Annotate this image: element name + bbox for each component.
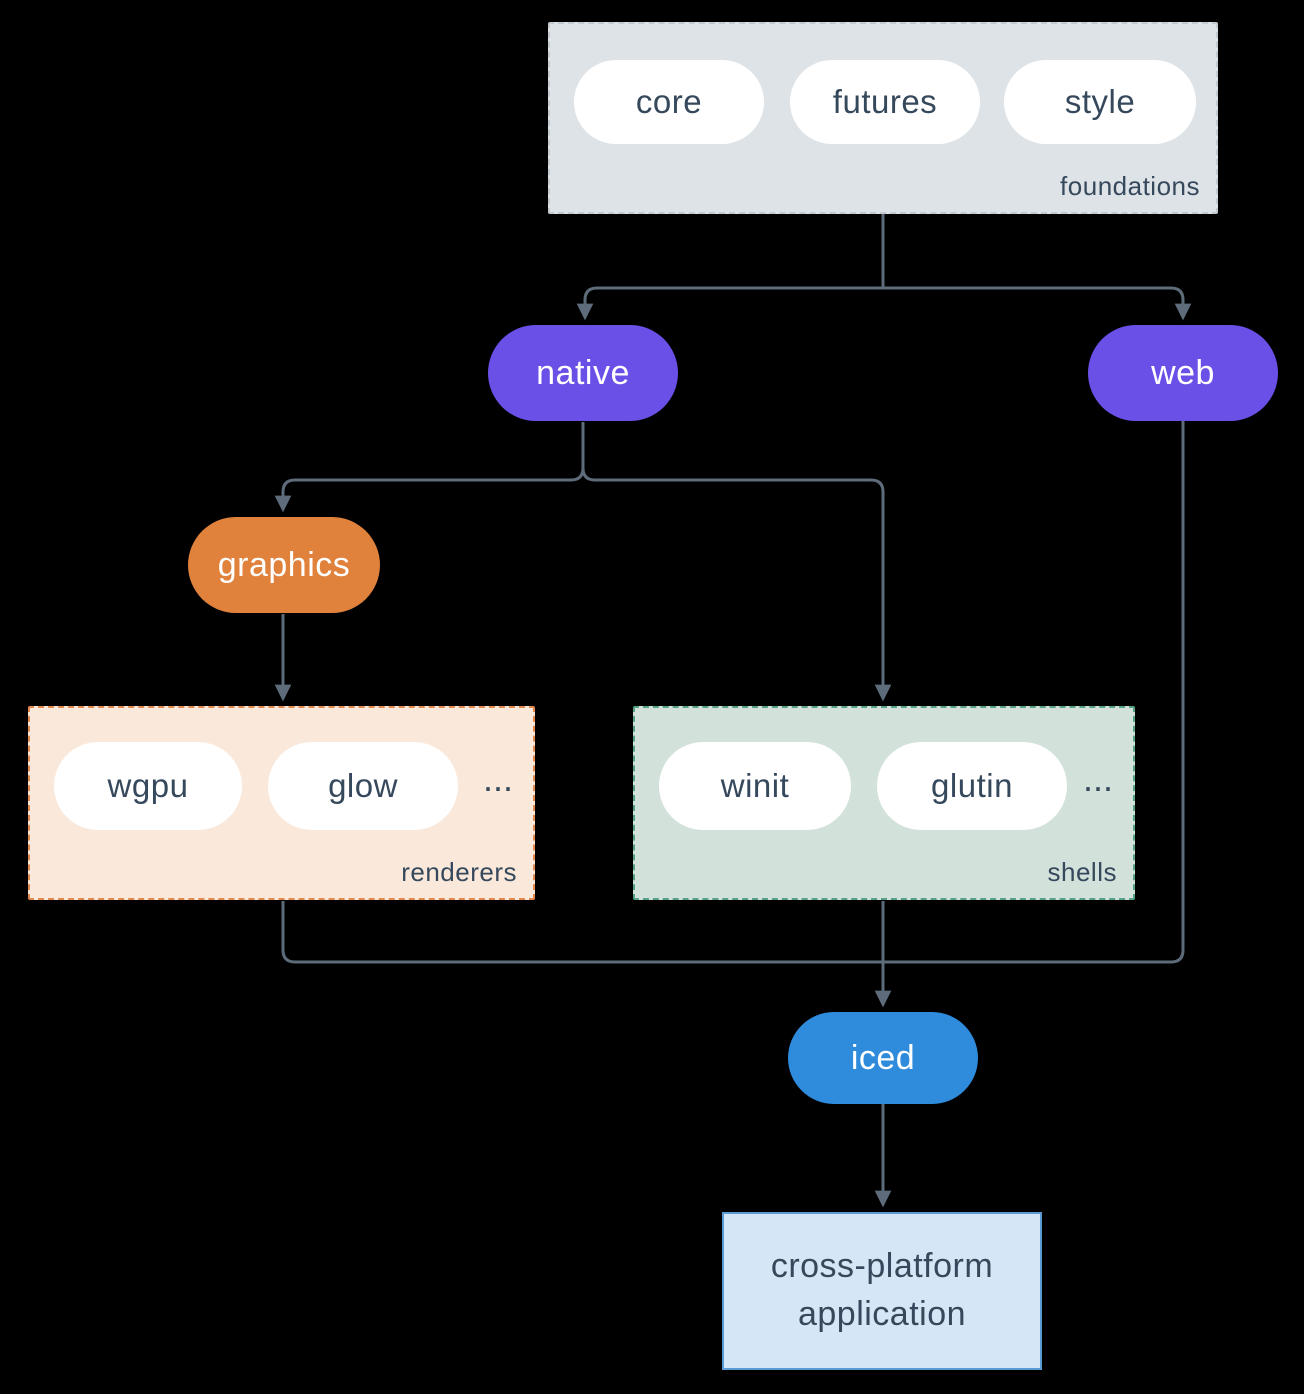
edge-foundations-web — [883, 286, 1192, 321]
node-glutin: glutin — [877, 742, 1067, 830]
renderers-ellipsis: ... — [482, 758, 513, 799]
node-cross-platform-application: cross-platform application — [722, 1212, 1042, 1370]
renderers-group: wgpu glow ... renderers — [28, 706, 535, 900]
shells-group-label: shells — [1047, 857, 1117, 887]
node-native-label: native — [536, 353, 630, 392]
node-core: core — [574, 60, 764, 144]
node-wgpu: wgpu — [54, 742, 242, 830]
edge-foundations-native — [576, 286, 883, 321]
node-style: style — [1004, 60, 1196, 144]
node-native: native — [488, 325, 678, 421]
node-web-label: web — [1151, 353, 1215, 392]
node-wgpu-label: wgpu — [107, 767, 189, 804]
node-winit: winit — [659, 742, 851, 830]
node-glow-label: glow — [328, 767, 398, 804]
node-glutin-label: glutin — [931, 767, 1013, 804]
node-core-label: core — [635, 83, 703, 120]
node-futures: futures — [790, 60, 980, 144]
edge-native-shells — [581, 422, 892, 702]
node-web: web — [1088, 325, 1278, 421]
shells-ellipsis: ... — [1082, 758, 1113, 799]
node-cross-platform-application-label: cross-platform application — [770, 1247, 994, 1333]
node-winit-label: winit — [720, 767, 790, 804]
node-glow: glow — [268, 742, 458, 830]
node-style-label: style — [1064, 83, 1136, 120]
node-iced: iced — [788, 1012, 978, 1104]
edge-native-graphics — [274, 422, 585, 513]
node-futures-label: futures — [832, 83, 938, 120]
node-graphics: graphics — [188, 517, 380, 613]
edge-web-converge — [883, 421, 1185, 964]
shells-group: winit glutin ... shells — [633, 706, 1135, 900]
foundations-group: core futures style foundations — [548, 22, 1218, 214]
foundations-group-label: foundations — [1060, 171, 1200, 201]
renderers-group-label: renderers — [401, 857, 517, 887]
node-graphics-label: graphics — [217, 545, 351, 584]
node-iced-label: iced — [850, 1038, 916, 1077]
edge-renderers-converge — [281, 901, 883, 964]
